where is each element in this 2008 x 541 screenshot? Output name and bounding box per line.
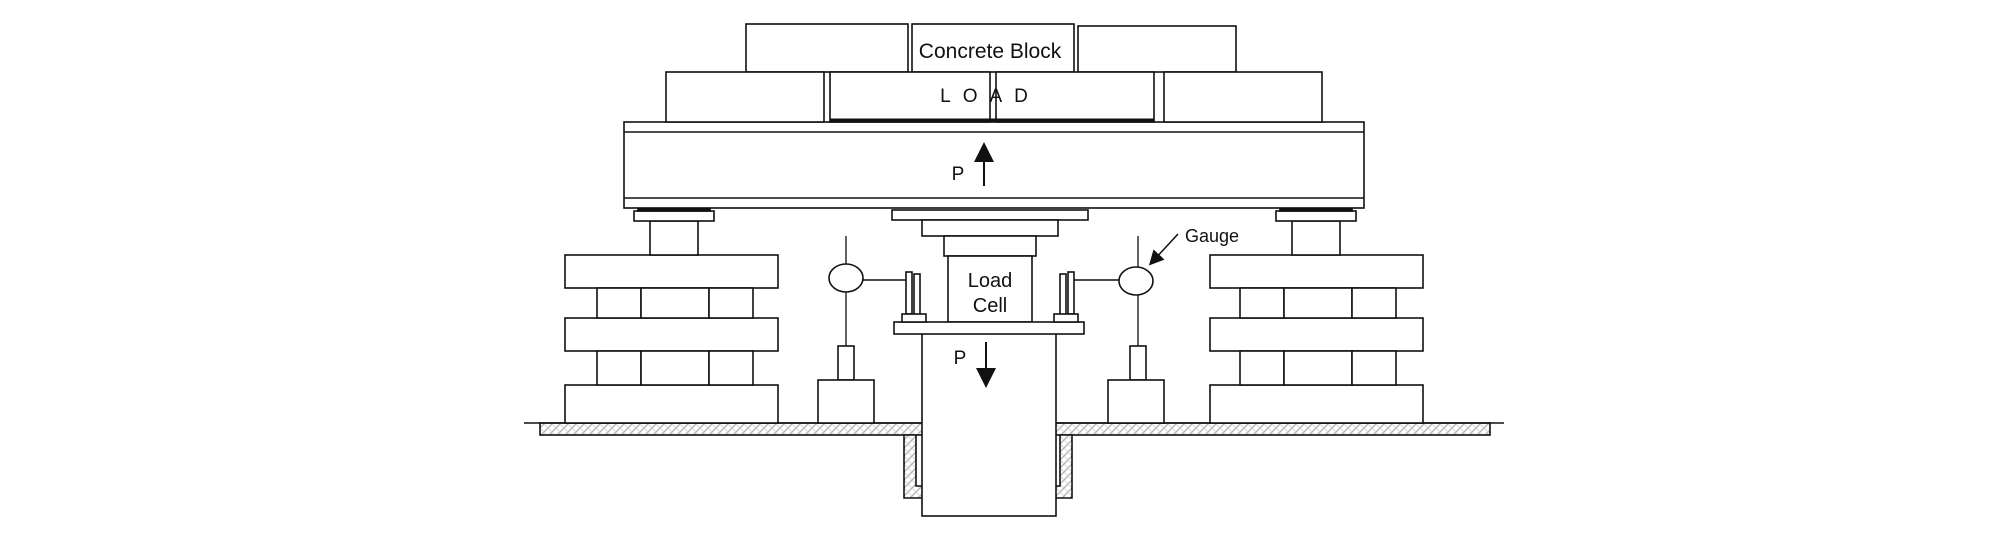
force-down-label: P <box>954 348 967 369</box>
load-cell-label-line2: Cell <box>973 295 1007 317</box>
left-support-stack <box>564 207 779 424</box>
left-dial-gauge <box>817 236 927 424</box>
load-label: LOAD <box>940 86 1040 107</box>
load-cell-assembly <box>891 209 1089 335</box>
gauge-label: Gauge <box>1185 226 1239 246</box>
right-support-stack <box>1209 207 1424 424</box>
concrete-block-load <box>665 23 1323 123</box>
gauge-pointer-arrow <box>1148 233 1179 266</box>
force-up-label: P <box>952 164 965 185</box>
concrete-block-label: Concrete Block <box>919 40 1062 63</box>
right-dial-gauge <box>1053 236 1165 424</box>
reaction-beam <box>623 121 1365 209</box>
test-pile <box>921 329 1057 517</box>
bearing-plate <box>893 321 1085 335</box>
load-cell-label-line1: Load <box>968 270 1013 292</box>
load-cell <box>947 255 1033 323</box>
